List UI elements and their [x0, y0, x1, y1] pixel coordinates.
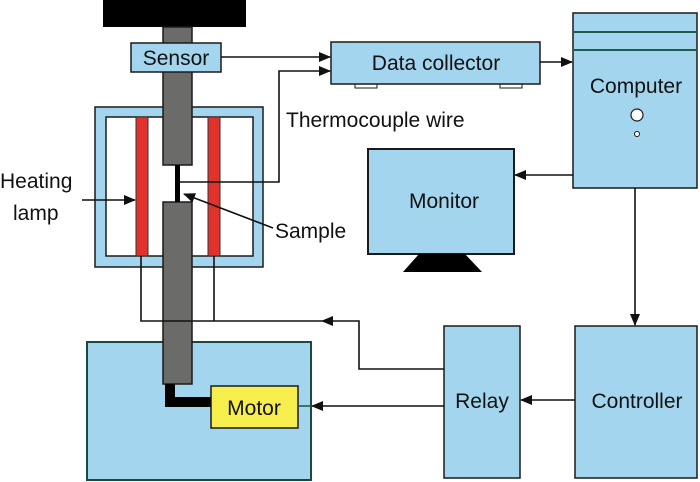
relay-box — [443, 325, 521, 479]
line-thermocouple-to-data-collector — [180, 66, 331, 183]
heating-lamp-label-line1: Heating — [0, 170, 72, 193]
heating-lamp-left — [135, 116, 149, 257]
controller-label: Controller — [591, 390, 682, 413]
lower-grip-rod — [162, 201, 193, 385]
heating-lamp-bus — [140, 256, 322, 322]
relay-label: Relay — [455, 390, 509, 413]
top-crosshead — [103, 0, 246, 27]
heating-lamp-right — [207, 116, 221, 257]
monitor-label: Monitor — [409, 190, 479, 213]
sample-specimen — [175, 165, 180, 202]
heating-lamp-label-line2: lamp — [13, 202, 59, 225]
motor-linkage — [165, 384, 212, 407]
computer-power-button-icon — [630, 108, 644, 122]
computer-label: Computer — [590, 75, 682, 98]
thermocouple-wire-label: Thermocouple wire — [286, 109, 465, 132]
motor-box — [210, 385, 299, 429]
data-collector-box — [330, 41, 541, 85]
motor-label: Motor — [227, 397, 281, 420]
line-relay-to-heating-lamps — [321, 316, 444, 370]
computer-box — [572, 12, 698, 189]
monitor-stand — [403, 254, 482, 272]
computer-led-icon — [634, 131, 640, 137]
data-collector-label: Data collector — [372, 52, 500, 75]
sample-pointer — [183, 193, 274, 229]
sample-label: Sample — [275, 220, 346, 243]
controller-box — [574, 325, 698, 479]
sensor-label: Sensor — [143, 47, 210, 70]
